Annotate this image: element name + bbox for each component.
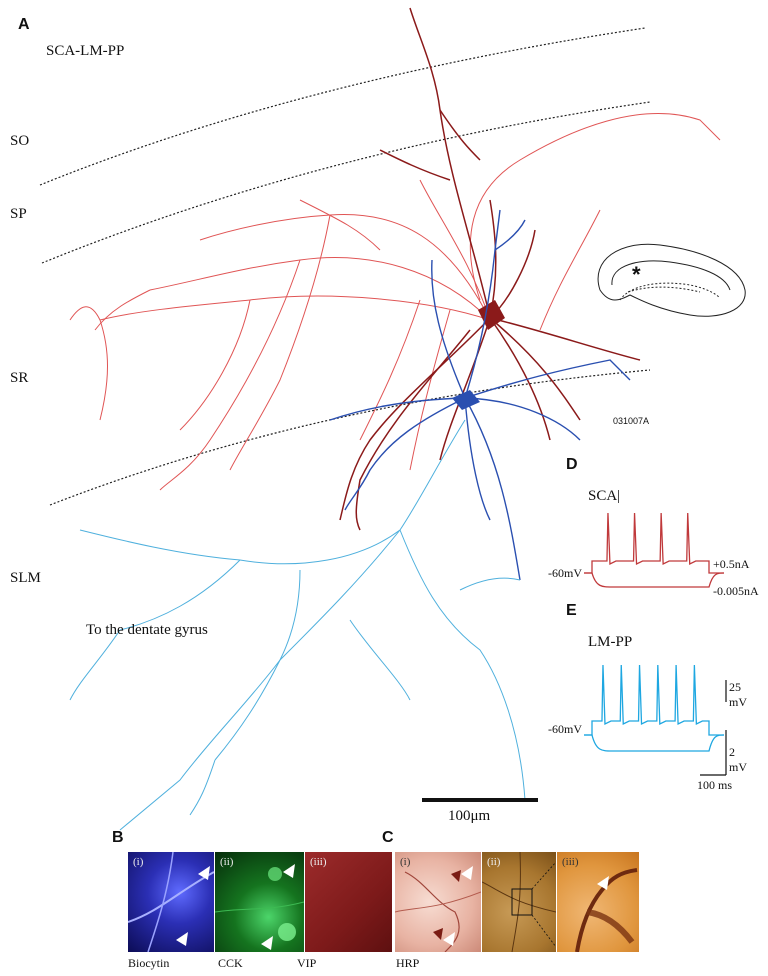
arrowhead-icon [176,932,188,946]
photo-cck: (ii) [215,852,304,952]
arrowhead-icon [261,936,273,950]
layer-boundary-so-sp [41,101,651,264]
scale-t: 100 ms [697,778,733,792]
arrowhead-icon [461,866,473,880]
trace-e-rest: -60mV [548,722,582,736]
photo-hrp-overview: (ii) [482,852,556,952]
panel-b-letter: B [112,829,124,846]
hrp-overview-processes [482,852,556,952]
panel-c-letter: C [382,829,394,846]
panel-d-letter: D [566,456,578,473]
cck-processes [215,864,304,950]
layer-slm: SLM [10,570,41,586]
trace-d-plus: +0.5nA [713,557,750,571]
blue-soma [452,390,480,410]
hrp-zoom-processes [575,868,638,952]
trace-e [584,664,724,752]
cell-id: 031007A [613,416,650,426]
photo-vip: (iii) [305,852,392,952]
layer-title: SCA-LM-PP [46,43,125,59]
trace-d-label: SCA| [588,488,621,504]
photo-hrp-zoom: (iii) [557,852,639,952]
layer-sr: SR [10,370,29,386]
trace-e-scale [700,680,727,776]
depolarizing-trace [584,664,724,736]
blue-neuron [329,209,631,581]
scale-v2: 2 [729,745,735,759]
stain-biocytin: Biocytin [128,956,170,970]
dentate-label: To the dentate gyrus [86,622,208,638]
dark-red-neuron [339,7,641,531]
biocytin-processes [128,852,214,952]
stain-cck: CCK [218,956,243,970]
photo-biocytin: (i) [128,852,214,952]
stain-vip: VIP [297,956,317,970]
depolarizing-trace [584,512,724,574]
arrowhead-icon [283,864,295,878]
trace-d-minus: -0.005nA [713,584,759,598]
light-red-processes [69,113,721,491]
trace-d-lines [584,512,724,588]
zoom-box [511,888,533,916]
stain-hrp: HRP [396,956,420,970]
layer-so: SO [10,133,30,149]
trace-e-lines [584,664,724,752]
panel-a-letter: A [18,16,30,33]
hyperpolarizing-trace [584,734,724,752]
trace-d [584,512,724,588]
scale-v1: 25 [729,680,741,694]
layer-boundary-sr-slm [49,369,651,506]
layer-sp: SP [10,206,27,222]
scale-bar-label: 100μm [448,808,491,824]
arrowhead-icon [597,876,609,890]
panel-e-letter: E [566,602,577,619]
trace-d-rest: -60mV [548,566,582,580]
arrowhead-icon [198,866,210,880]
hrp-processes [395,866,481,952]
scale-v1-unit: mV [729,695,747,709]
inset-asterisk: * [632,262,641,287]
light-blue-axon [69,419,526,831]
layer-boundary-top [39,27,646,186]
scale-v2-unit: mV [729,760,747,774]
hippocampus-inset [597,243,746,317]
neuron-reconstruction: * [39,7,746,831]
hyperpolarizing-trace [584,572,724,588]
photo-hrp: (i) [395,852,481,952]
arrowhead-icon [443,932,455,946]
trace-e-label: LM-PP [588,634,633,650]
